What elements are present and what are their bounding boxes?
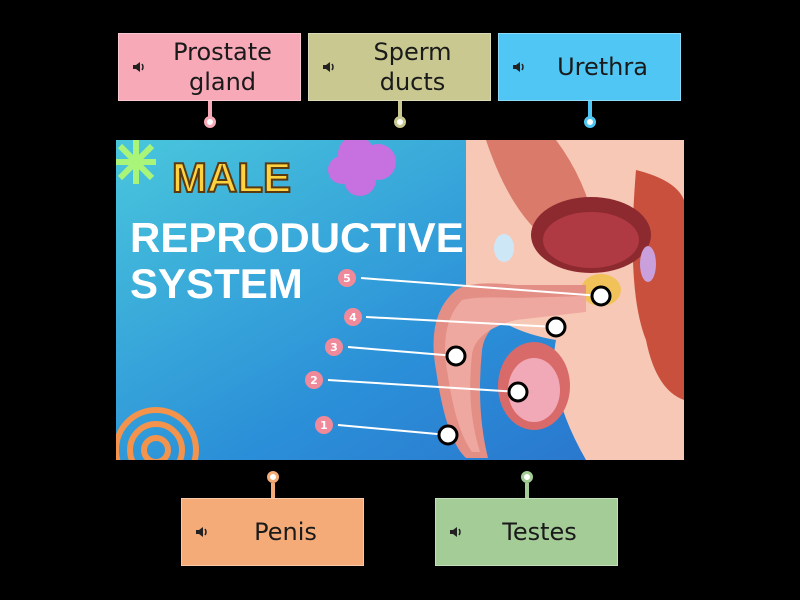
drop-target-3[interactable] <box>447 347 465 365</box>
label-sperm-ducts[interactable]: Sperm ducts <box>308 33 491 101</box>
number-label: 5 <box>343 272 351 285</box>
label-urethra[interactable]: Urethra <box>498 33 681 101</box>
drop-target-4[interactable] <box>547 318 565 336</box>
drop-target-1[interactable] <box>439 426 457 444</box>
testes-pin-dot <box>521 471 533 483</box>
testes-pin-stem <box>525 483 529 498</box>
star-decoration <box>116 140 156 184</box>
penis-pin-stem <box>271 483 275 498</box>
sperm-ducts-pin-stem <box>398 101 402 117</box>
urethra-pin-dot <box>584 116 596 128</box>
speaker-icon[interactable] <box>321 59 337 75</box>
speaker-icon[interactable] <box>511 59 527 75</box>
speaker-icon[interactable] <box>194 524 210 540</box>
label-testes[interactable]: Testes <box>435 498 618 566</box>
label-prostate-gland[interactable]: Prostate gland <box>118 33 301 101</box>
drop-target-2[interactable] <box>509 383 527 401</box>
reproductive-diagram: MALE REPRODUCTIVE SYSTEM 5 4 3 2 1 <box>116 140 684 460</box>
title-line-3: SYSTEM <box>130 260 303 307</box>
prostate-pin-stem <box>208 101 212 117</box>
title-line-1: MALE <box>172 154 291 201</box>
sperm-ducts-pin-dot <box>394 116 406 128</box>
anatomy-body <box>434 140 685 460</box>
number-label: 4 <box>349 311 357 324</box>
number-label: 3 <box>330 341 338 354</box>
title-line-2: REPRODUCTIVE <box>130 214 464 261</box>
drop-target-5[interactable] <box>592 287 610 305</box>
label-penis[interactable]: Penis <box>181 498 364 566</box>
speaker-icon[interactable] <box>448 524 464 540</box>
penis-pin-dot <box>267 471 279 483</box>
prostate-pin-dot <box>204 116 216 128</box>
urethra-pin-stem <box>588 101 592 117</box>
number-label: 2 <box>310 374 318 387</box>
speaker-icon[interactable] <box>131 59 147 75</box>
number-label: 1 <box>320 419 328 432</box>
